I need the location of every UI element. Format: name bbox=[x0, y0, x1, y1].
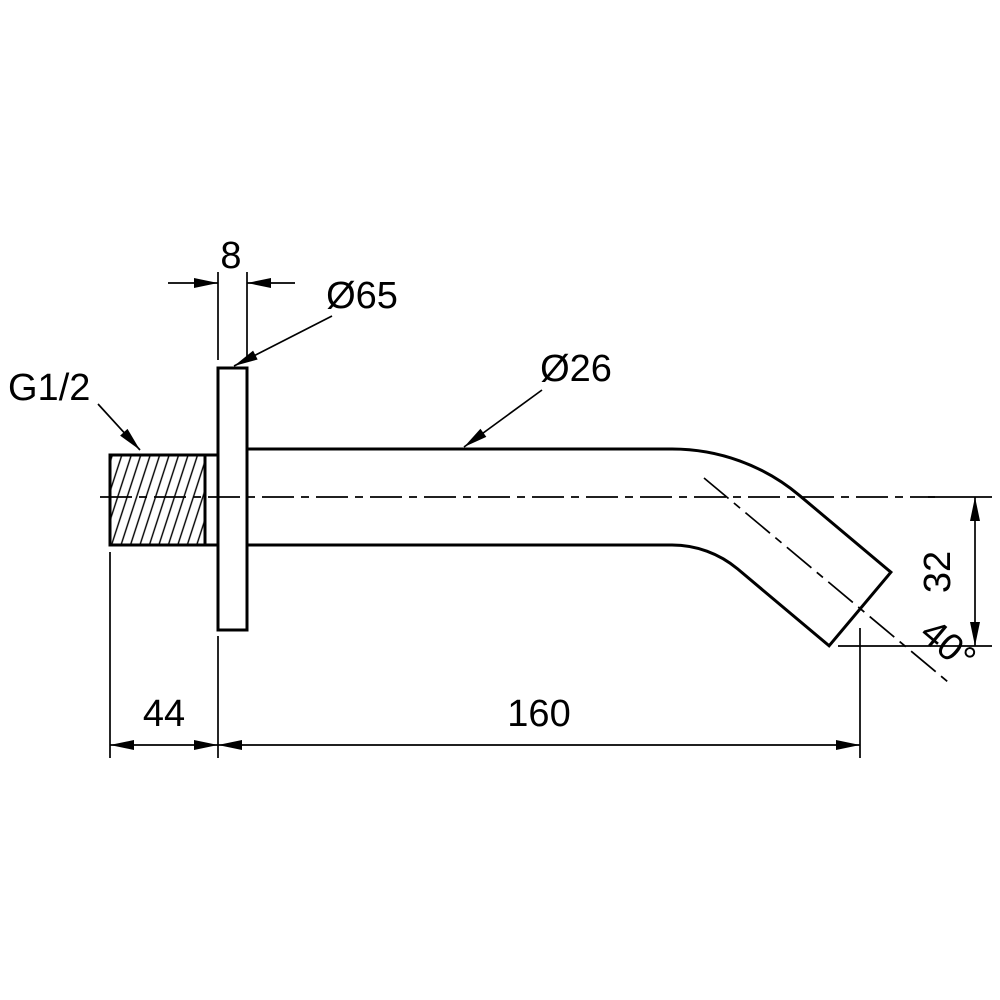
spout-tube-outline bbox=[247, 447, 894, 648]
flange-diameter-label: Ø65 bbox=[326, 275, 398, 317]
thread-size-callout: G1/2 bbox=[8, 367, 141, 451]
outlet-angle-label: 40° bbox=[912, 611, 983, 680]
threaded-inlet bbox=[108, 453, 207, 547]
dimension-thread-length: 44 bbox=[109, 552, 219, 758]
tube-diameter-callout: Ø26 bbox=[463, 348, 612, 448]
wall-flange bbox=[216, 366, 249, 632]
dimension-flange-thickness: 8 bbox=[168, 235, 295, 360]
spout-length-label: 160 bbox=[507, 693, 570, 735]
flange-thickness-label: 8 bbox=[220, 235, 241, 277]
thread-length-label: 44 bbox=[143, 693, 185, 735]
tube-diameter-label: Ø26 bbox=[540, 348, 612, 390]
dimension-spout-length: 160 bbox=[218, 628, 861, 758]
flange-diameter-callout: Ø65 bbox=[233, 275, 398, 367]
dimension-outlet-angle: 40° bbox=[912, 611, 983, 680]
thread-size-label: G1/2 bbox=[8, 367, 90, 409]
outlet-drop-label: 32 bbox=[917, 551, 959, 593]
dimension-outlet-drop: 32 bbox=[838, 496, 992, 647]
thread-shoulder bbox=[203, 453, 220, 547]
